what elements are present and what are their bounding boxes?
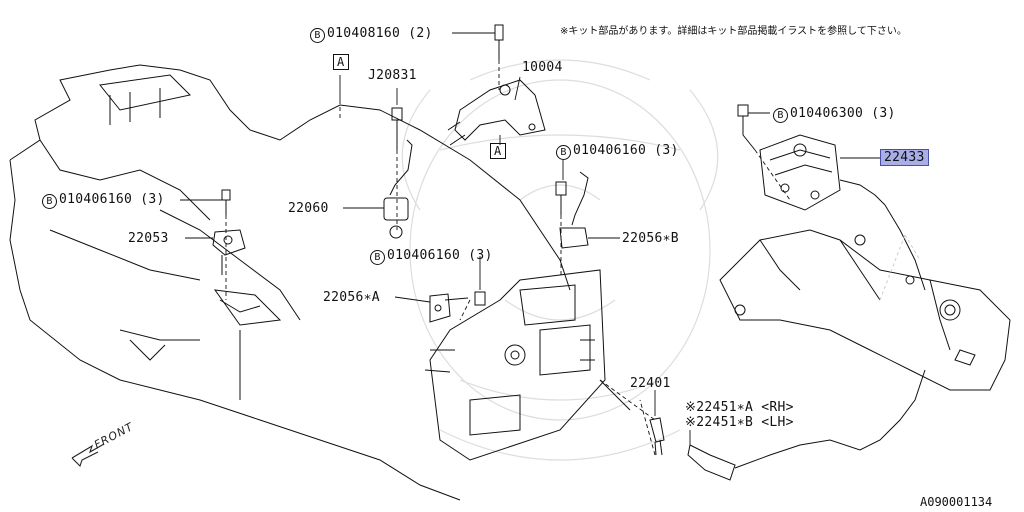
callout-22433-highlighted[interactable]: 22433 — [880, 149, 929, 166]
callout-22451b[interactable]: ※22451∗B <LH> — [685, 415, 794, 430]
callout-10004[interactable]: 10004 — [522, 60, 563, 75]
ignition-coil-drawing — [759, 134, 926, 291]
cylinder-head-outline — [424, 269, 631, 461]
callout-j20831[interactable]: J20831 — [368, 68, 417, 83]
bolt-marker-icon: B — [42, 194, 57, 209]
callout-22056b[interactable]: 22056∗B — [622, 231, 679, 246]
document-id: A090001134 — [920, 495, 993, 509]
bolt-marker-icon: B — [310, 28, 325, 43]
bolt-marker-icon: B — [773, 108, 788, 123]
callout-22060[interactable]: 22060 — [288, 201, 329, 216]
fasteners-drawing — [212, 24, 756, 323]
callout-22451a[interactable]: ※22451∗A <RH> — [685, 400, 794, 415]
callout-22401[interactable]: 22401 — [630, 376, 671, 391]
engine-block-outline — [9, 64, 571, 501]
ref-marker-a-top: A — [333, 54, 349, 70]
callout-22056a[interactable]: 22056∗A — [323, 290, 380, 305]
background-dashes — [879, 234, 921, 301]
front-arrow-icon — [71, 443, 105, 468]
ref-marker-a-bracket: A — [490, 143, 506, 159]
watermark-crest — [401, 59, 719, 461]
callout-22053[interactable]: 22053 — [128, 231, 169, 246]
intake-manifold-outline — [719, 229, 1011, 391]
spark-plug-drawing — [649, 369, 926, 481]
bolt-marker-icon: B — [556, 145, 571, 160]
dashed-guides — [225, 60, 791, 456]
bracket-drawing — [447, 79, 546, 146]
leader-lines — [180, 32, 880, 445]
kit-notice: ※キット部品があります。詳細はキット部品掲載イラストを参照して下さい。 — [560, 26, 907, 37]
bolt-marker-icon: B — [370, 250, 385, 265]
